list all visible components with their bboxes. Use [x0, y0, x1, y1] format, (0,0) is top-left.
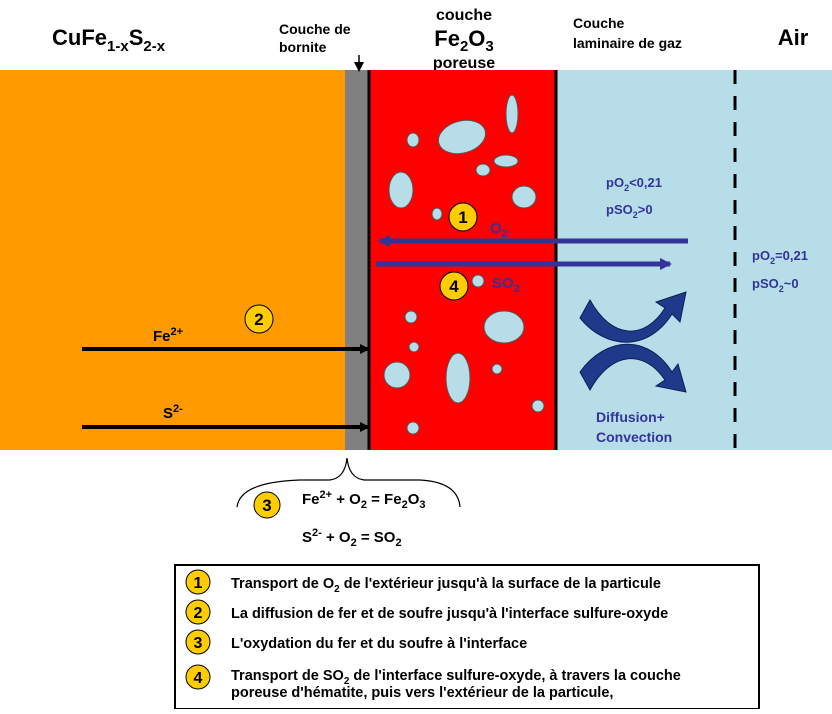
pore	[404, 310, 418, 324]
pore	[483, 310, 525, 344]
sulfide-header: CuFe1-xS2-x	[52, 25, 166, 55]
pore	[408, 341, 420, 353]
marker-4: 4	[439, 271, 469, 301]
svg-text:Transport de O2 de l'extérieur: Transport de O2 de l'extérieur jusqu'à l…	[231, 576, 661, 595]
legend-item-2: 2 La diffusion de fer et de soufre jusqu…	[185, 599, 668, 625]
pore	[406, 132, 420, 148]
bornite-header-line1: Couche de	[279, 21, 351, 37]
pore	[475, 163, 491, 177]
legend-box	[174, 564, 760, 710]
bornite-header-line2: bornite	[279, 39, 327, 55]
diffusion-label-line2: Convection	[596, 429, 672, 445]
marker-2: 2	[244, 304, 274, 334]
inner-pso2-label: pSO2>0	[606, 202, 653, 220]
legend-item-1: 1 Transport de O2 de l'extérieur jusqu'à…	[185, 569, 661, 595]
interface-brace	[236, 457, 461, 508]
inner-po2-label: pO2<0,21	[606, 175, 662, 193]
so2-label: SO2	[492, 275, 520, 295]
svg-text:La diffusion de fer et de souf: La diffusion de fer et de soufre jusqu'à…	[231, 606, 668, 622]
bornite-layer	[345, 70, 369, 450]
s-ion-label: S2-	[163, 403, 183, 422]
pore	[445, 352, 471, 404]
svg-text:Transport de SO2 de l'interfac: Transport de SO2 de l'interface sulfure-…	[231, 668, 681, 687]
oxide-header-line1: couche	[436, 7, 492, 24]
air-header: Air	[778, 25, 809, 50]
svg-text:1: 1	[194, 575, 203, 592]
svg-text:3: 3	[262, 496, 271, 515]
gas-header-line2: laminaire de gaz	[573, 35, 682, 51]
marker-3: 3	[253, 491, 281, 519]
pore	[406, 421, 420, 435]
pore	[531, 399, 545, 413]
pore	[471, 274, 485, 288]
svg-text:3: 3	[194, 635, 203, 652]
outer-po2-label: pO2=0,21	[752, 248, 808, 266]
svg-text:2: 2	[194, 605, 203, 622]
pore	[383, 361, 411, 389]
outer-pso2-label: pSO2~0	[752, 276, 799, 294]
gas-header-line1: Couche	[573, 15, 625, 31]
pore	[505, 94, 519, 134]
o2-label: O2	[490, 220, 508, 240]
diffusion-label-line1: Diffusion+	[596, 409, 665, 425]
pore	[388, 171, 414, 209]
pore	[511, 185, 537, 209]
svg-text:1: 1	[458, 208, 467, 227]
reaction-s: S2- + O2 = SO2	[302, 527, 402, 549]
pore	[493, 154, 519, 168]
svg-text:poreuse d'hématite, puis vers: poreuse d'hématite, puis vers l'extérieu…	[231, 685, 613, 701]
pores	[383, 94, 545, 435]
legend-item-4: 4 Transport de SO2 de l'interface sulfur…	[185, 664, 681, 701]
gas-layer	[556, 70, 832, 450]
sulfide-layer	[0, 70, 345, 450]
svg-text:4: 4	[449, 277, 459, 296]
legend-item-3: 3 L'oxydation du fer et du soufre à l'in…	[185, 629, 527, 655]
oxide-header-line3: poreuse	[433, 55, 495, 72]
svg-text:2: 2	[254, 310, 263, 329]
fe-ion-label: Fe2+	[153, 326, 183, 345]
pore	[431, 207, 443, 221]
reaction-fe: Fe2+ + O2 = Fe2O3	[302, 489, 425, 511]
marker-1: 1	[448, 202, 478, 232]
pore	[491, 363, 503, 375]
oxide-header-formula: Fe2O3	[434, 26, 494, 55]
svg-text:4: 4	[194, 670, 203, 687]
svg-text:L'oxydation du fer et du soufr: L'oxydation du fer et du soufre à l'inte…	[231, 636, 527, 652]
pore	[437, 119, 487, 155]
convection-arrows-icon	[579, 291, 687, 393]
